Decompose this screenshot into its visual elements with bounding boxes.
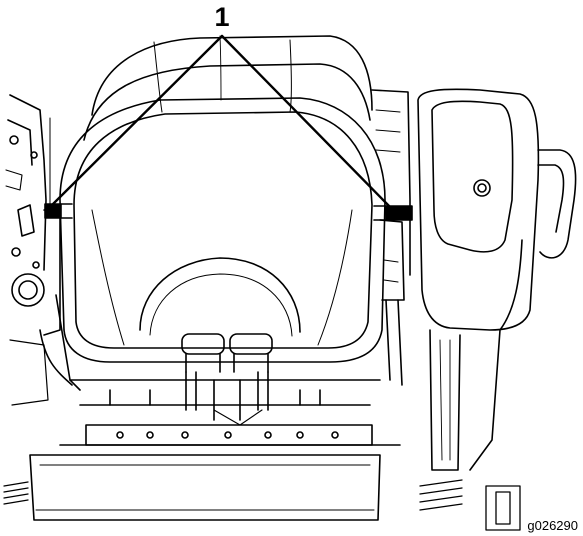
seat-adjust-handle [181, 333, 273, 411]
right-seat-slide [373, 205, 413, 221]
suspension-springs [3, 479, 521, 531]
seat-back [83, 35, 373, 141]
seat-cushion [59, 97, 386, 363]
figure-id-label: g026290 [525, 518, 580, 533]
callout-number: 1 [214, 2, 230, 32]
right-frame [371, 89, 411, 386]
callout-leader-lines [48, 34, 394, 211]
right-armrest-cover [417, 88, 577, 471]
seat-base-plate [29, 379, 401, 521]
left-seat-slide [44, 203, 73, 219]
left-frame [5, 94, 81, 406]
